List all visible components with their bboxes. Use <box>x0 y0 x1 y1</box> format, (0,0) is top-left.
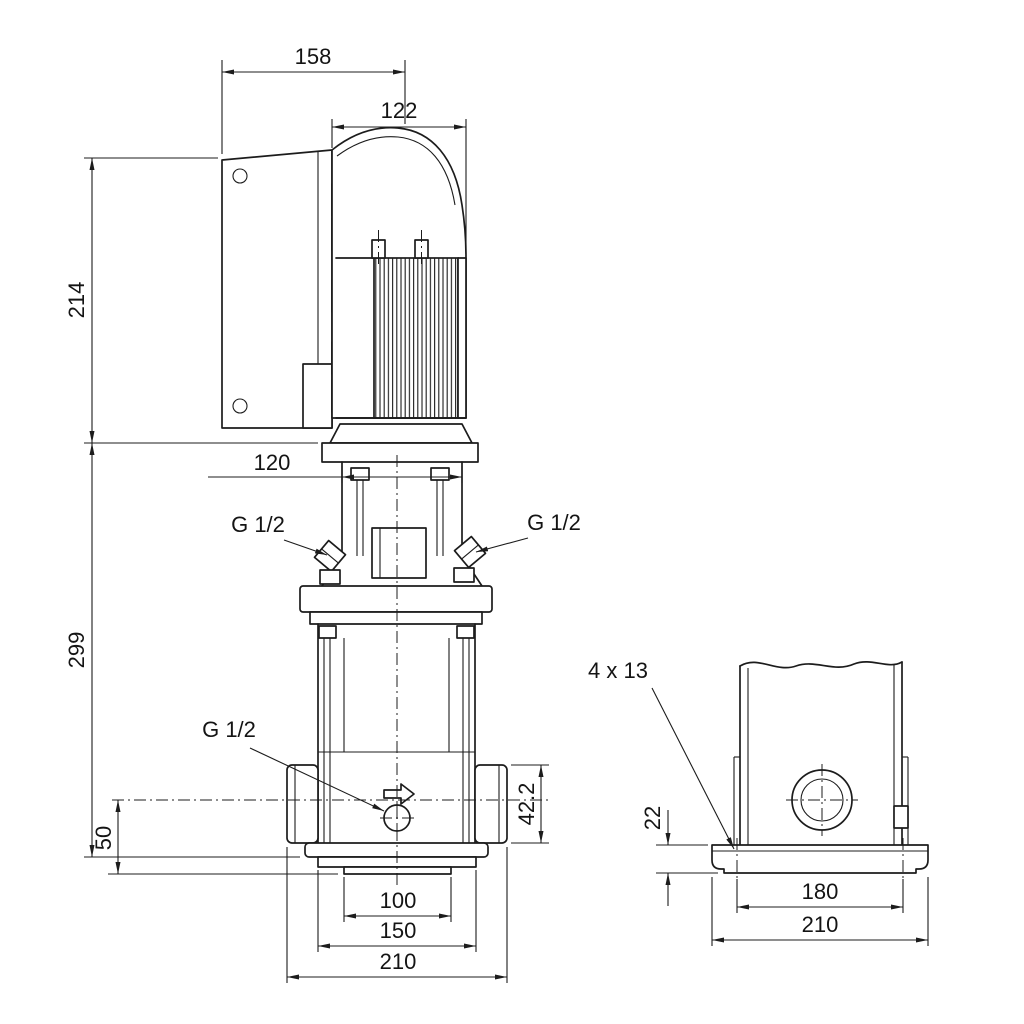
motor-flange-taper <box>329 423 473 444</box>
dim-42-2-label: 42.2 <box>514 783 539 826</box>
dim-210-front-label: 210 <box>380 949 417 974</box>
dim-214: 214 <box>64 157 318 444</box>
vent-plug-right <box>453 535 487 569</box>
tie-rod-nut <box>318 625 337 639</box>
dim-122: 122 <box>331 98 467 254</box>
port-drain-label: G 1/2 <box>202 717 256 742</box>
port-label-drain: G 1/2 <box>202 717 385 812</box>
centerlines-front <box>112 455 548 888</box>
baseplate <box>711 844 929 874</box>
flow-arrow-icon <box>383 783 415 805</box>
plug-boss-right <box>453 567 475 583</box>
motor-fin-block <box>373 257 459 419</box>
dim-210-front: 210 <box>286 847 508 983</box>
end-view <box>711 661 929 879</box>
dim-150: 150 <box>317 870 477 952</box>
discharge-port-flange <box>474 764 508 844</box>
tie-rod-nut <box>456 625 475 639</box>
break-line <box>739 661 903 669</box>
dim-180: 180 <box>736 879 904 913</box>
stud-nut <box>350 467 370 481</box>
dim-100-label: 100 <box>380 888 417 913</box>
stud-nut <box>430 467 450 481</box>
suction-port-flange <box>286 764 319 844</box>
dim-120-label: 120 <box>254 450 291 475</box>
box-screw-icon <box>232 398 248 414</box>
dim-50: 50 <box>91 800 338 875</box>
head-flange <box>299 585 493 613</box>
motor-cowl-inner-line <box>336 136 456 206</box>
dim-22-label: 22 <box>640 806 665 830</box>
dim-120: 120 <box>208 450 463 483</box>
terminal-box-insert <box>302 363 333 429</box>
port-label-top-left: G 1/2 <box>231 512 328 556</box>
pump-head <box>299 461 493 625</box>
dim-158: 158 <box>221 44 406 154</box>
port-label-top-right: G 1/2 <box>475 510 581 553</box>
dim-50-label: 50 <box>91 826 116 850</box>
port-top-right-label: G 1/2 <box>527 510 581 535</box>
plug-boss-left <box>319 569 341 585</box>
motor-end-ring <box>457 257 467 419</box>
dim-holes: 4 x 13 <box>588 658 735 850</box>
dim-180-label: 180 <box>802 879 839 904</box>
dim-299: 299 <box>64 443 300 858</box>
dim-158-label: 158 <box>295 44 332 69</box>
dim-42-2: 42.2 <box>511 764 549 844</box>
dim-150-label: 150 <box>380 918 417 943</box>
dim-299-label: 299 <box>64 632 89 669</box>
head-flange-step <box>309 611 483 625</box>
dim-holes-label: 4 x 13 <box>588 658 648 683</box>
motor-mounting-flange <box>321 442 479 463</box>
dim-122-label: 122 <box>381 98 418 123</box>
box-screw-icon <box>232 168 248 184</box>
port-opening-inner <box>800 778 844 822</box>
dim-214-label: 214 <box>64 282 89 319</box>
port-top-left-label: G 1/2 <box>231 512 285 537</box>
dim-22: 22 <box>640 806 718 906</box>
dim-210-end: 210 <box>711 877 929 946</box>
motor-assembly <box>221 126 479 463</box>
dimensions: 158 122 214 299 120 G 1/ <box>64 44 929 983</box>
side-plug <box>893 805 909 829</box>
dim-100: 100 <box>343 877 452 922</box>
coupling-guard-window <box>371 527 427 579</box>
dim-210-end-label: 210 <box>802 912 839 937</box>
